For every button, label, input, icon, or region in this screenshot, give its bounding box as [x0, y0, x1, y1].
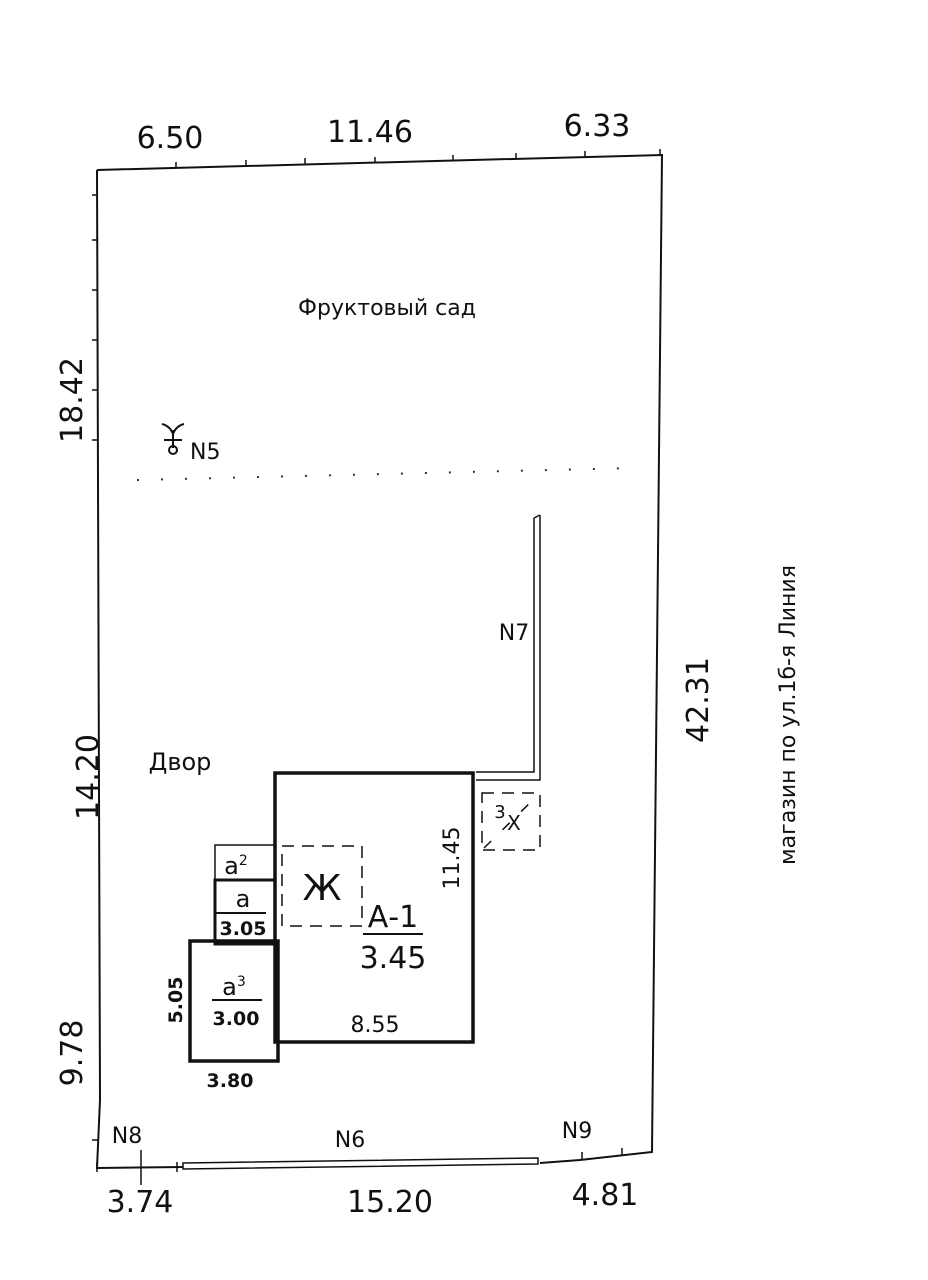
building-a3-bottom: 3.80: [207, 1070, 254, 1092]
outbuilding-name: 3: [494, 802, 505, 823]
point-n6: N6: [335, 1128, 365, 1153]
zone-yard: Двор: [149, 748, 212, 776]
tree-icon: [161, 423, 185, 455]
building-a-value: 3.05: [220, 918, 267, 940]
main-building-value: 3.45: [360, 941, 427, 976]
parcel-boundary-left: [95, 169, 184, 1170]
main-building-length: 11.45: [440, 827, 465, 890]
dim-bottom-1: 3.74: [107, 1185, 174, 1220]
point-n7: N7: [499, 621, 529, 646]
building-a-name: а: [236, 885, 251, 913]
dim-bottom-2: 15.20: [347, 1185, 433, 1220]
point-n9: N9: [562, 1119, 592, 1144]
dim-bottom-3: 4.81: [572, 1178, 639, 1213]
dim-top-3: 6.33: [564, 109, 631, 144]
parcel-boundary: [96, 153, 664, 1164]
point-n8: N8: [112, 1124, 142, 1149]
building-a3-side: 5.05: [165, 977, 187, 1024]
building-a3-value: 3.00: [213, 1008, 260, 1030]
street-label: магазин по ул.1б-я Линия: [776, 565, 801, 865]
residential-area-mark: [281, 845, 363, 927]
boundary-ticks: [92, 149, 661, 1185]
dim-right: 42.31: [681, 657, 716, 743]
dim-left-1: 18.42: [55, 357, 90, 443]
residential-mark: Ж: [303, 868, 342, 909]
dim-left-2: 14.20: [71, 734, 106, 820]
building-a3-name: а3: [222, 973, 246, 1001]
zone-orchard: Фруктовый сад: [298, 296, 476, 321]
dim-top-2: 11.46: [327, 115, 413, 150]
building-main: [273, 771, 475, 1044]
dim-left-3: 9.78: [55, 1020, 90, 1087]
outbuilding-mark: Х: [507, 811, 521, 835]
building-a3: [188, 939, 280, 1063]
dim-top-1: 6.50: [137, 121, 204, 156]
outbuilding: [481, 792, 541, 851]
fence-n6: [182, 1157, 539, 1170]
main-building-width: 8.55: [351, 1013, 400, 1038]
zone-divider: [136, 467, 633, 481]
fence-n7: [476, 514, 541, 781]
point-n5: N5: [190, 440, 220, 465]
building-a2-name: а2: [224, 852, 248, 880]
main-building-name: А-1: [368, 900, 418, 935]
